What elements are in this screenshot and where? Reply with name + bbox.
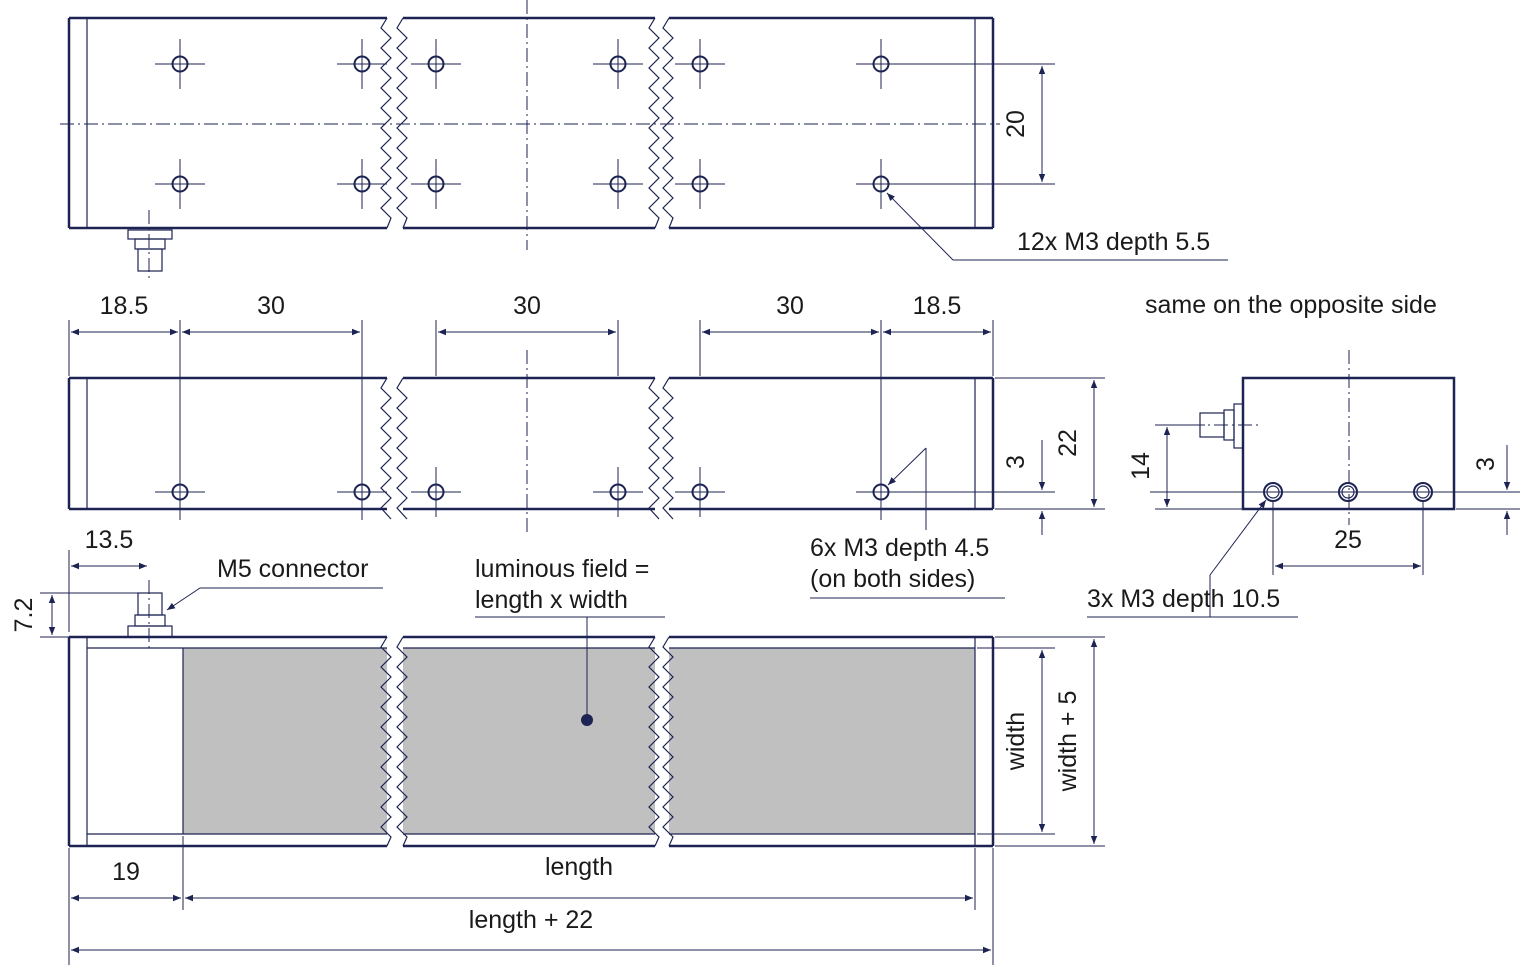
- dim-length: length: [545, 853, 613, 881]
- dim-18-5-left: 18.5: [100, 292, 149, 320]
- mounting-hole: [337, 159, 387, 209]
- dim-18-5-right: 18.5: [913, 292, 962, 320]
- mounting-hole: [155, 159, 205, 209]
- mounting-hole: [337, 39, 387, 89]
- top-view-body-right: [669, 16, 995, 230]
- mounting-hole: [155, 39, 205, 89]
- connector-label: M5 connector: [217, 555, 368, 583]
- mounting-hole: [155, 483, 205, 501]
- mounting-hole: [411, 159, 461, 209]
- dim-30-c: 30: [776, 292, 804, 320]
- top-view-body-left: [67, 16, 387, 230]
- end-dim-3: 3: [1472, 457, 1500, 471]
- end-dim-14: 14: [1127, 452, 1155, 480]
- mounting-hole: [593, 159, 643, 209]
- mounting-hole: [675, 467, 725, 517]
- top-view: 20 12x M3 depth 5.5: [60, 0, 1228, 280]
- break-mark: [380, 17, 392, 229]
- end-hole-note: 3x M3 depth 10.5: [1087, 585, 1280, 613]
- side-dim-3: 3: [1002, 455, 1030, 469]
- dim-width: width: [1002, 712, 1030, 771]
- mounting-hole: [411, 39, 461, 89]
- mounting-hole: [593, 39, 643, 89]
- luminous-field: [183, 648, 387, 834]
- end-dim-25: 25: [1334, 526, 1362, 554]
- break-mark: [380, 377, 392, 520]
- m5-connector-top: [127, 229, 173, 272]
- break-mark: [648, 636, 660, 847]
- field-label-line2: length x width: [475, 586, 628, 614]
- side-view: 18.5 30 30 30 18.5 3 22: [67, 292, 1105, 599]
- break-mark: [648, 17, 660, 229]
- connector-height-7-2: 7.2: [10, 598, 38, 633]
- mounting-hole: [411, 467, 461, 517]
- dim-length-plus-22: length + 22: [469, 906, 593, 934]
- side-view-holes: [155, 467, 906, 517]
- dim-20: 20: [1002, 110, 1030, 138]
- mounting-hole: [593, 467, 643, 517]
- dim-width-plus-5: width + 5: [1054, 691, 1082, 793]
- mounting-hole: [337, 483, 387, 501]
- end-view: same on the opposite side 14 3 25: [1087, 291, 1520, 618]
- front-view: 13.5 7.2 M5 connector luminous field = l…: [10, 526, 1105, 965]
- dim-30-b: 30: [513, 292, 541, 320]
- break-mark: [648, 377, 660, 520]
- m5-connector-side: [1199, 403, 1244, 449]
- top-hole-note: 12x M3 depth 5.5: [1017, 228, 1210, 256]
- field-label-line1: luminous field =: [475, 555, 649, 583]
- top-view-body-middle: [403, 16, 655, 230]
- dim-19: 19: [112, 858, 140, 886]
- side-hole-note-line2: (on both sides): [810, 565, 975, 593]
- connector-offset-13-5: 13.5: [85, 526, 134, 554]
- opposite-side-note: same on the opposite side: [1145, 291, 1437, 319]
- break-mark: [380, 636, 392, 847]
- dim-30-a: 30: [257, 292, 285, 320]
- side-hole-note-line1: 6x M3 depth 4.5: [810, 534, 989, 562]
- side-dim-22: 22: [1054, 429, 1082, 457]
- mounting-hole: [675, 159, 725, 209]
- m5-connector-front: [127, 592, 173, 638]
- mounting-hole: [675, 39, 725, 89]
